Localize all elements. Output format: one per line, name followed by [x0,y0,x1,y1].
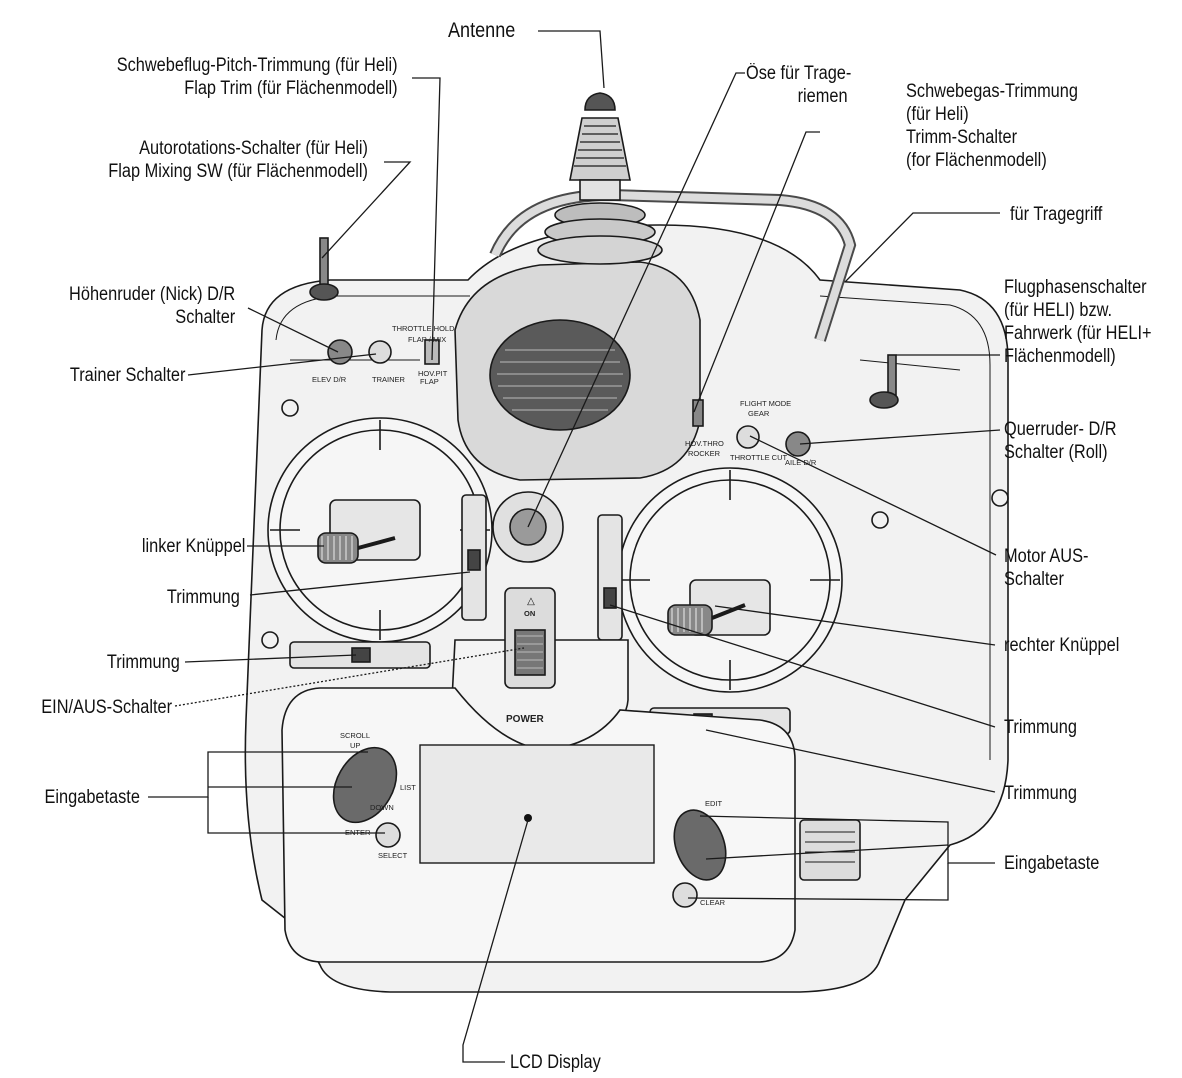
power-arrow-icon: △ [527,596,535,607]
dev-gear: GEAR [748,409,770,418]
right-gimbal [617,467,843,693]
dev-elev-dr: ELEV D/R [312,375,347,384]
label-motor-2: Schalter [1004,569,1064,590]
label-hoehenruder: Höhenruder (Nick) D/R Schalter [69,283,235,329]
antenna [537,92,663,265]
dev-on: ON [524,609,535,618]
dev-up: UP [350,741,360,750]
label-pitch-trim: Schwebeflug-Pitch-Trimmung (für Heli) Fl… [117,54,398,100]
label-flugphasen-1: Flugphasenschalter [1004,277,1147,298]
label-schwebegas: Schwebegas-Trimmung (für Heli) Trimm-Sch… [906,80,1078,172]
power-switch: △ [451,587,629,753]
label-flugphasen-4: Flächenmodell) [1004,346,1116,367]
left-gimbal [267,417,493,643]
label-ein-aus: EIN/AUS-Schalter [41,697,172,718]
label-querruder: Querruder- D/R Schalter (Roll) [1004,418,1117,464]
label-autorot-1: Autorotations-Schalter (für Heli) [139,138,368,159]
dev-hov-thro: HOV.THRO [685,439,724,448]
dev-trainer: TRAINER [372,375,406,384]
label-querruder-1: Querruder- D/R [1004,419,1117,440]
label-trainer: Trainer Schalter [69,365,185,386]
label-flugphasen-2: (für HELI) bzw. [1004,300,1113,321]
dev-power: POWER [506,714,545,725]
dev-list: LIST [400,783,416,792]
label-schwebegas-1: Schwebegas-Trimmung [906,81,1078,102]
dev-rocker: ROCKER [688,449,721,458]
dev-clear: CLEAR [700,898,726,907]
dev-throttle-cut: THROTTLE CUT [730,453,788,462]
dev-throttle-hold: THROTTLE HOLD [392,324,455,333]
dev-edit: EDIT [705,799,723,808]
dev-down: DOWN [370,803,394,812]
label-hoehenruder-1: Höhenruder (Nick) D/R [68,284,235,305]
label-trimmung-left-stick: Trimmung [167,587,240,608]
label-motor-1: Motor AUS- [1004,546,1089,567]
label-trimmung-right-stick: Trimmung [1004,717,1077,738]
label-linker-knueppel: linker Knüppel [141,536,245,557]
label-schwebegas-4: (for Flächenmodell) [906,150,1047,171]
dev-flap: FLAP [420,377,439,386]
label-lcd: LCD Display [510,1052,601,1073]
center-hump [454,261,701,481]
label-eingabe-right: Eingabetaste [1004,853,1100,874]
label-motor: Motor AUS- Schalter [1004,545,1088,591]
dev-flap-mix: FLAP / MIX [408,335,446,344]
label-autorot: Autorotations-Schalter (für Heli) Flap M… [108,137,368,183]
label-autorot-2: Flap Mixing SW (für Flächenmodell) [108,161,368,182]
label-pitch-trim-1: Schwebeflug-Pitch-Trimmung (für Heli) [117,55,398,76]
label-antenne: Antenne [448,19,516,42]
dev-flight-mode: FLIGHT MODE [740,399,791,408]
lcd-marker [524,814,532,822]
label-schwebegas-3: Trimm-Schalter [906,127,1018,148]
dev-hov-pit: HOV.PIT [418,369,448,378]
lower-panel [281,687,861,963]
label-rechter-knueppel: rechter Knüppel [1004,635,1120,656]
dev-aile-dr: AILE D/R [785,458,817,467]
label-querruder-2: Schalter (Roll) [1004,442,1108,463]
label-flugphasen: Flugphasenschalter (für HELI) bzw. Fahrw… [1004,276,1152,368]
leader-lines [148,30,1001,1063]
label-oese-1: Öse für Trage- [746,63,852,84]
label-tragegriff: für Tragegriff [1010,204,1103,225]
label-trimmung-right-bottom: Trimmung [1004,783,1077,804]
label-schwebegas-2: (für Heli) [906,104,969,125]
label-hoehenruder-2: Schalter [175,307,235,328]
label-oese-2: riemen [797,86,848,107]
dev-scroll: SCROLL [340,731,370,740]
label-flugphasen-3: Fahrwerk (für HELI+ [1004,323,1152,344]
dev-select: SELECT [378,851,408,860]
label-oese: Öse für Trage- riemen [746,62,851,108]
label-eingabe-left: Eingabetaste [44,787,140,808]
label-pitch-trim-2: Flap Trim (für Flächenmodell) [184,78,398,99]
label-trimmung-left-bottom: Trimmung [107,652,180,673]
